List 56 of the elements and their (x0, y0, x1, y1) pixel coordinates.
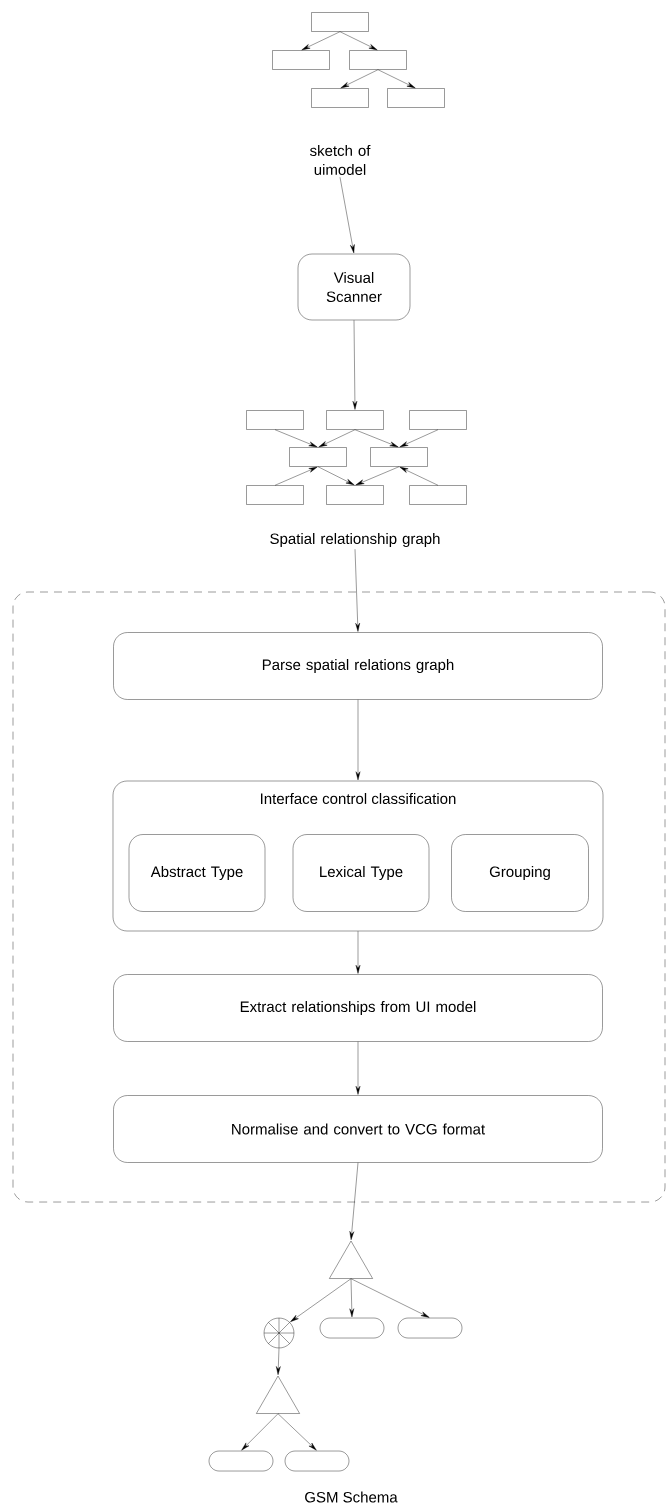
triangle-symbol (256, 1375, 300, 1414)
graph-box (370, 447, 428, 467)
process-box: Lexical Type (292, 834, 430, 912)
arrow (241, 1413, 279, 1451)
caption-text: GSM Schema (305, 1491, 398, 1503)
graph-box (272, 50, 330, 70)
caption-text: sketch of uimodel (310, 145, 371, 175)
rounded-box (208, 1450, 274, 1472)
graph-box (387, 88, 445, 108)
arrow (339, 31, 378, 51)
process-box: Extract relationships from UI model (113, 974, 603, 1042)
arrow (274, 429, 318, 448)
arrow (377, 69, 416, 89)
arrow (340, 69, 379, 89)
arrow (317, 466, 355, 486)
crossed-circle (263, 1317, 295, 1349)
graph-box (409, 485, 467, 505)
process-box: Normalise and convert to VCG format (113, 1095, 603, 1163)
arrow (274, 466, 318, 486)
process-box: Grouping (451, 834, 589, 912)
arrow (276, 1348, 281, 1375)
graph-box (311, 88, 369, 108)
graph-box (326, 485, 384, 505)
arrow (355, 1041, 361, 1095)
arrow (339, 177, 355, 254)
arrow (399, 466, 439, 486)
graph-box (311, 12, 369, 32)
arrow (349, 1278, 355, 1318)
triangle-symbol (329, 1240, 373, 1279)
arrow (355, 931, 361, 974)
graph-box (246, 485, 304, 505)
process-box: Parse spatial relations graph (113, 632, 603, 700)
arrow (355, 699, 361, 781)
process-box: Visual Scanner (297, 253, 411, 321)
arrow (354, 549, 360, 632)
graph-box (246, 410, 304, 430)
caption-text: Spatial relationship graph (270, 533, 440, 547)
graph-box (409, 410, 467, 430)
arrow (318, 429, 356, 448)
arrow (301, 31, 341, 51)
arrow (352, 320, 358, 410)
rounded-box (284, 1450, 350, 1472)
arrow (349, 1162, 359, 1240)
graph-box (326, 410, 384, 430)
arrow (354, 429, 399, 448)
arrow (277, 1413, 317, 1451)
process-box: Abstract Type (128, 834, 266, 912)
arrow (399, 429, 439, 448)
rounded-box (319, 1317, 385, 1339)
arrow (290, 1278, 352, 1322)
graph-box (349, 50, 407, 70)
arrow (355, 466, 400, 486)
dashed-frame (12, 591, 666, 1203)
rounded-box (397, 1317, 463, 1339)
graph-box (289, 447, 347, 467)
arrow (350, 1278, 430, 1318)
